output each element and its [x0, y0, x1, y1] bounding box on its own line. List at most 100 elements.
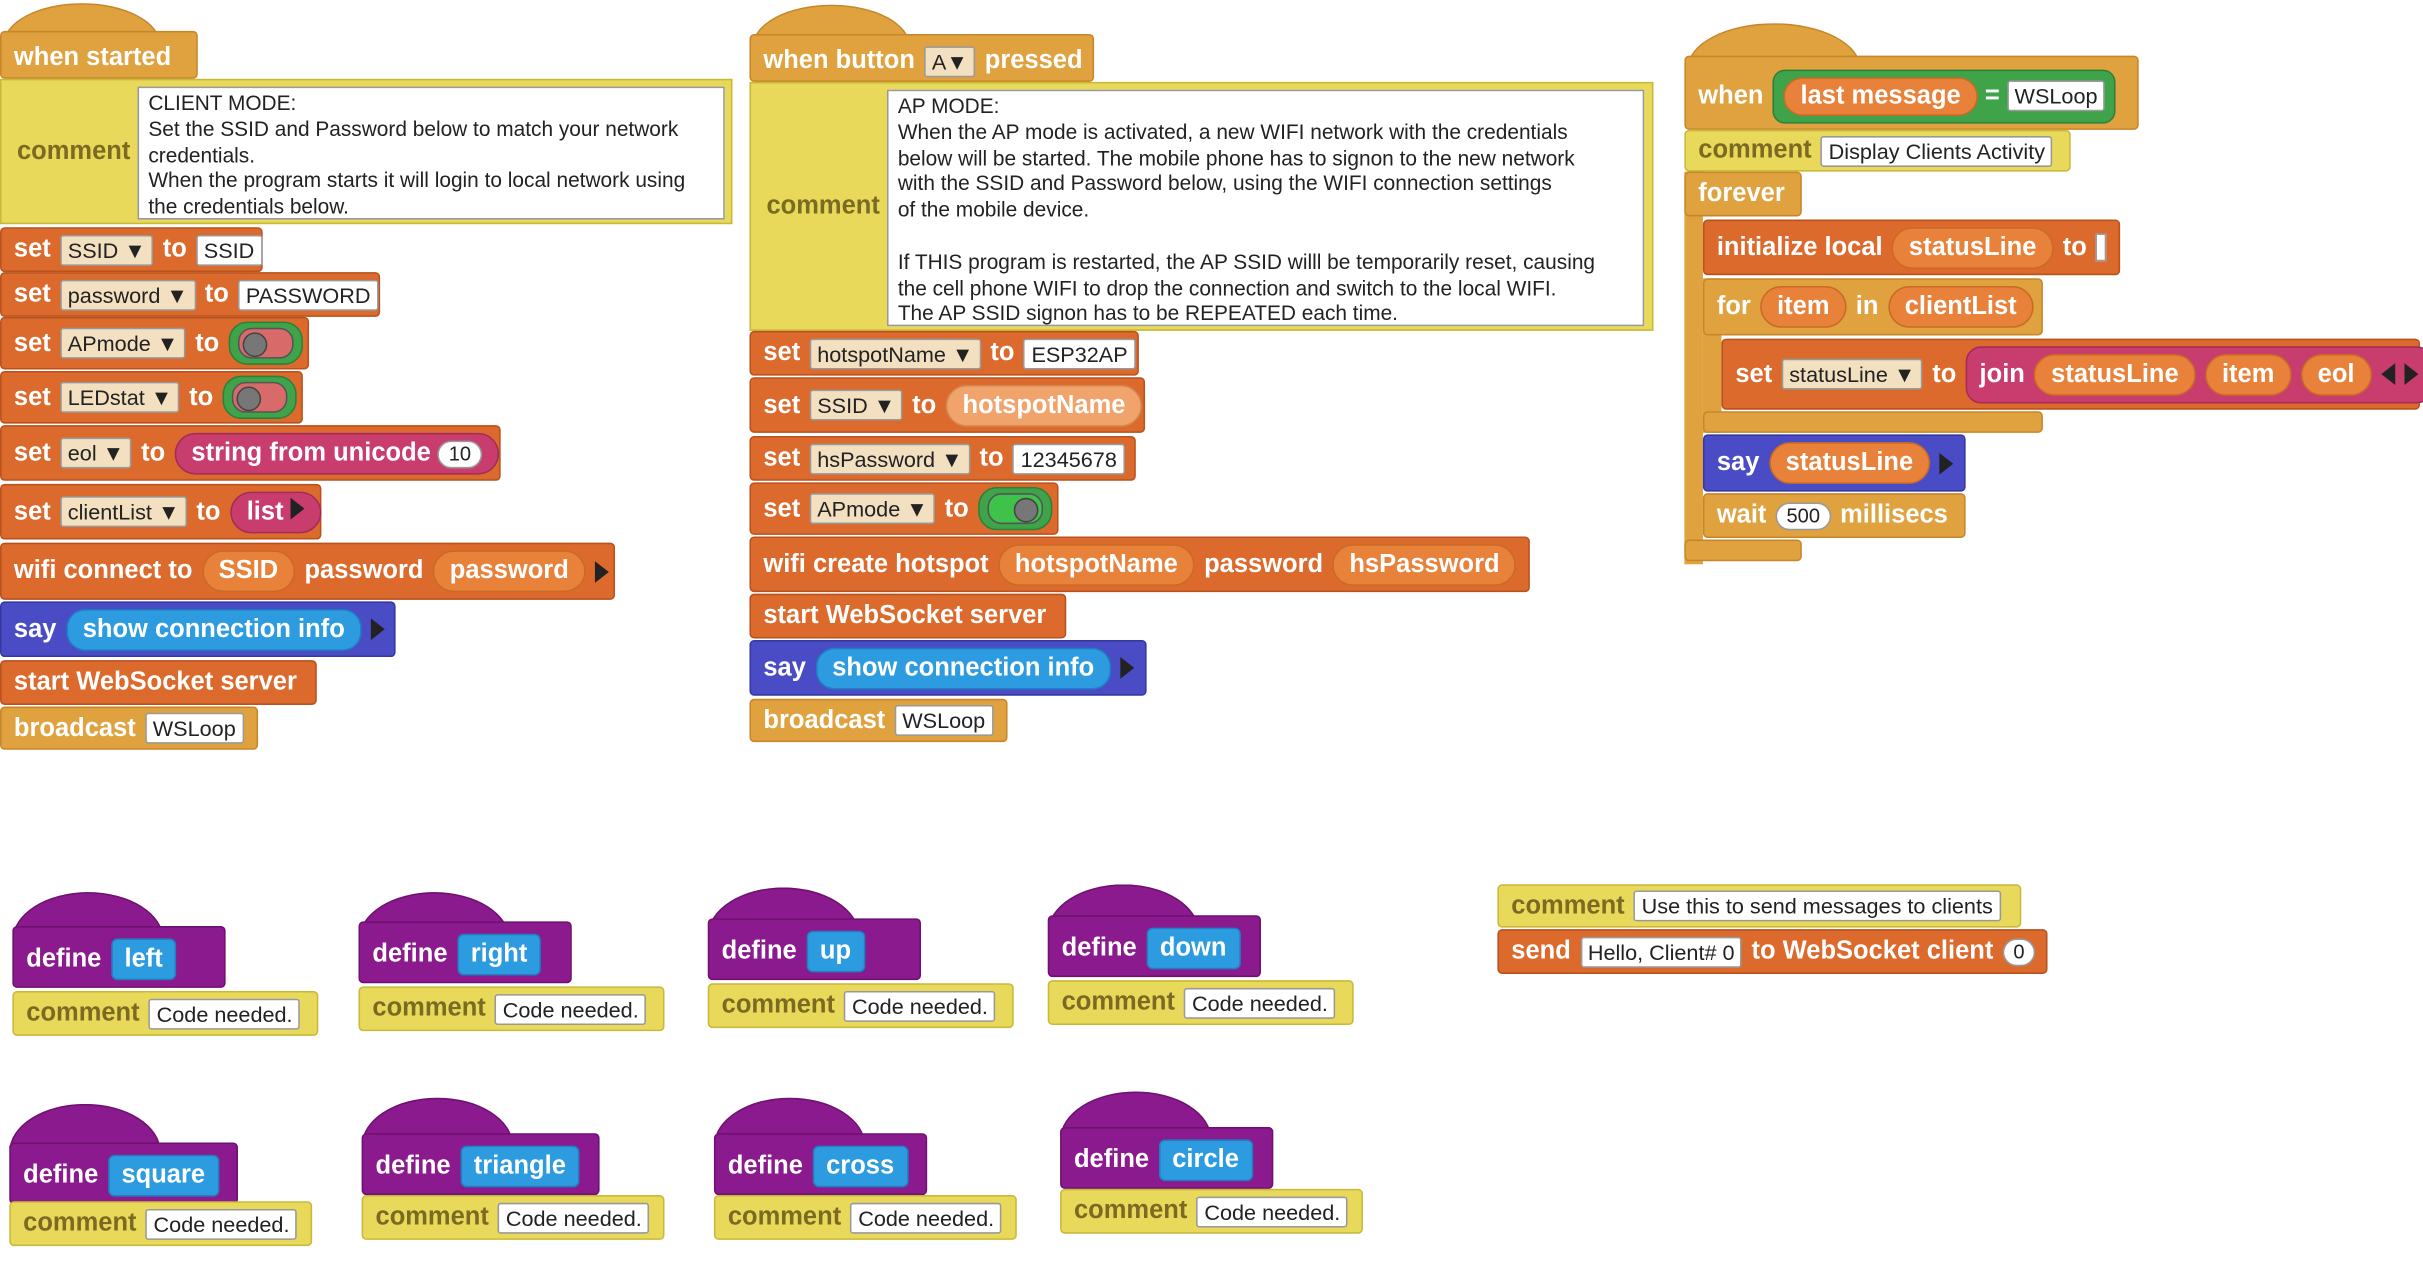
define-name-right[interactable]: right	[456, 933, 542, 975]
expand-arrow-icon[interactable]	[2403, 363, 2418, 385]
comment-text-field[interactable]: Code needed.	[1196, 1195, 1349, 1227]
set-ssid-block[interactable]: set SSID ▼ to SSID	[0, 227, 263, 273]
client-comment-text[interactable]: CLIENT MODE: Set the SSID and Password b…	[137, 86, 725, 220]
set-apmode-block[interactable]: set APmode ▼ to	[0, 316, 310, 370]
hotspot-value-field[interactable]: ESP32AP	[1023, 337, 1136, 369]
broadcast-value-field[interactable]: WSLoop	[145, 712, 244, 744]
ap-comment-text[interactable]: AP MODE: When the AP mode is activated, …	[887, 89, 1645, 327]
comment-text-field[interactable]: Code needed.	[850, 1202, 1002, 1233]
var-dropdown[interactable]: statusLine ▼	[1781, 358, 1924, 390]
loop-comment-text[interactable]: Display Clients Activity	[1820, 135, 2053, 167]
expand-arrow-icon[interactable]	[1939, 452, 1954, 474]
wait-value-field[interactable]: 500	[1775, 501, 1831, 530]
string-from-unicode-reporter[interactable]: string from unicode 10	[174, 432, 499, 474]
password-reporter[interactable]: password	[432, 550, 586, 593]
when-button-pressed-hat[interactable]: when button A▼ pressed	[749, 34, 1095, 82]
say-block[interactable]: say statusLine	[1702, 434, 1966, 492]
when-condition-hat[interactable]: when last message = WSLoop	[1684, 55, 2139, 130]
collapse-arrow-icon[interactable]	[2380, 363, 2395, 385]
ssid-reporter[interactable]: SSID	[201, 550, 296, 593]
local-var-name[interactable]: statusLine	[1891, 226, 2054, 269]
item-var[interactable]: item	[1760, 286, 1847, 328]
connection-info-reporter[interactable]: show connection info	[815, 647, 1112, 689]
password-value-field[interactable]: PASSWORD	[238, 279, 379, 310]
define-name-square[interactable]: square	[107, 1154, 219, 1196]
statusline-reporter[interactable]: statusLine	[1768, 442, 1931, 484]
expand-arrow-icon[interactable]	[371, 618, 385, 641]
condition-value-field[interactable]: WSLoop	[2006, 79, 2106, 111]
connection-info-reporter[interactable]: show connection info	[65, 608, 362, 651]
var-dropdown[interactable]: hsPassword ▼	[809, 442, 971, 474]
create-hotspot-block[interactable]: wifi create hotspot hotspotName password…	[749, 536, 1530, 593]
var-dropdown[interactable]: APmode ▼	[60, 327, 186, 359]
equals-operator[interactable]: last message = WSLoop	[1772, 68, 2117, 123]
button-dropdown[interactable]: A▼	[924, 45, 976, 77]
send-comment-block[interactable]: comment Use this to send messages to cli…	[1497, 884, 2022, 928]
comment-text-field[interactable]: Code needed.	[498, 1202, 650, 1233]
define-name-circle[interactable]: circle	[1158, 1138, 1253, 1181]
set-clientlist-block[interactable]: set clientList ▼ to list	[0, 483, 322, 540]
for-loop-block[interactable]: for item in clientList	[1702, 278, 2043, 336]
var-dropdown[interactable]: SSID ▼	[809, 389, 903, 421]
set-ap-apmode-block[interactable]: set APmode ▼ to	[749, 482, 1059, 535]
last-message-reporter[interactable]: last message	[1783, 76, 1978, 116]
var-dropdown[interactable]: eol ▼	[60, 437, 132, 469]
loop-comment-block[interactable]: comment Display Clients Activity	[1684, 129, 2071, 172]
comment-text-field[interactable]: Code needed.	[1184, 987, 1336, 1019]
empty-value-field[interactable]	[2096, 233, 2107, 262]
client-number-field[interactable]: 0	[2002, 937, 2036, 966]
var-dropdown[interactable]: SSID ▼	[60, 234, 154, 266]
wait-block[interactable]: wait 500 millisecs	[1702, 493, 1966, 539]
expand-arrow-icon[interactable]	[595, 560, 609, 583]
ledstat-toggle[interactable]	[222, 375, 297, 419]
comment-text-field[interactable]: Code needed.	[148, 997, 301, 1029]
ap-comment-block[interactable]: comment AP MODE: When the AP mode is act…	[749, 81, 1654, 331]
send-websocket-block[interactable]: send Hello, Client# 0 to WebSocket clien…	[1497, 929, 2048, 974]
set-statusline-block[interactable]: set statusLine ▼ to join statusLine item…	[1721, 338, 2423, 410]
set-ledstat-block[interactable]: set LEDstat ▼ to	[0, 371, 303, 424]
when-started-hat[interactable]: when started	[0, 30, 198, 79]
var-dropdown[interactable]: LEDstat ▼	[60, 381, 180, 413]
define-name-triangle[interactable]: triangle	[459, 1144, 580, 1187]
expand-arrow-icon[interactable]	[1120, 657, 1135, 679]
comment-text-field[interactable]: Code needed.	[495, 993, 647, 1025]
var-dropdown[interactable]: clientList ▼	[60, 496, 188, 528]
unicode-value-field[interactable]: 10	[437, 439, 482, 468]
join-reporter[interactable]: join statusLine item eol	[1965, 345, 2423, 403]
set-eol-block[interactable]: set eol ▼ to string from unicode 10	[0, 425, 501, 481]
define-name-up[interactable]: up	[806, 929, 866, 972]
broadcast-value-field[interactable]: WSLoop	[894, 704, 993, 736]
broadcast-block[interactable]: broadcast WSLoop	[0, 706, 259, 750]
var-dropdown[interactable]: hotspotName ▼	[809, 337, 982, 369]
set-password-block[interactable]: set password ▼ to PASSWORD	[0, 272, 381, 317]
var-dropdown[interactable]: password ▼	[60, 279, 196, 310]
set-hspassword-block[interactable]: set hsPassword ▼ to 12345678	[749, 435, 1136, 481]
comment-text-field[interactable]: Code needed.	[145, 1208, 298, 1240]
hspassword-reporter[interactable]: hsPassword	[1332, 543, 1517, 586]
client-comment-block[interactable]: comment CLIENT MODE: Set the SSID and Pa…	[0, 78, 733, 225]
ssid-value-field[interactable]: SSID	[196, 234, 263, 266]
message-field[interactable]: Hello, Client# 0	[1580, 936, 1743, 968]
broadcast-block[interactable]: broadcast WSLoop	[749, 698, 1008, 743]
forever-block[interactable]: forever	[1684, 171, 1802, 217]
apmode-toggle[interactable]	[978, 486, 1053, 531]
list-reporter[interactable]: list	[229, 490, 322, 533]
say-block[interactable]: say show connection info	[749, 640, 1147, 696]
define-name-down[interactable]: down	[1145, 926, 1241, 969]
define-name-left[interactable]: left	[110, 937, 177, 980]
initialize-local-block[interactable]: initialize local statusLine to	[1702, 219, 2121, 276]
var-dropdown[interactable]: APmode ▼	[809, 493, 936, 525]
item-reporter[interactable]: item	[2204, 353, 2292, 396]
